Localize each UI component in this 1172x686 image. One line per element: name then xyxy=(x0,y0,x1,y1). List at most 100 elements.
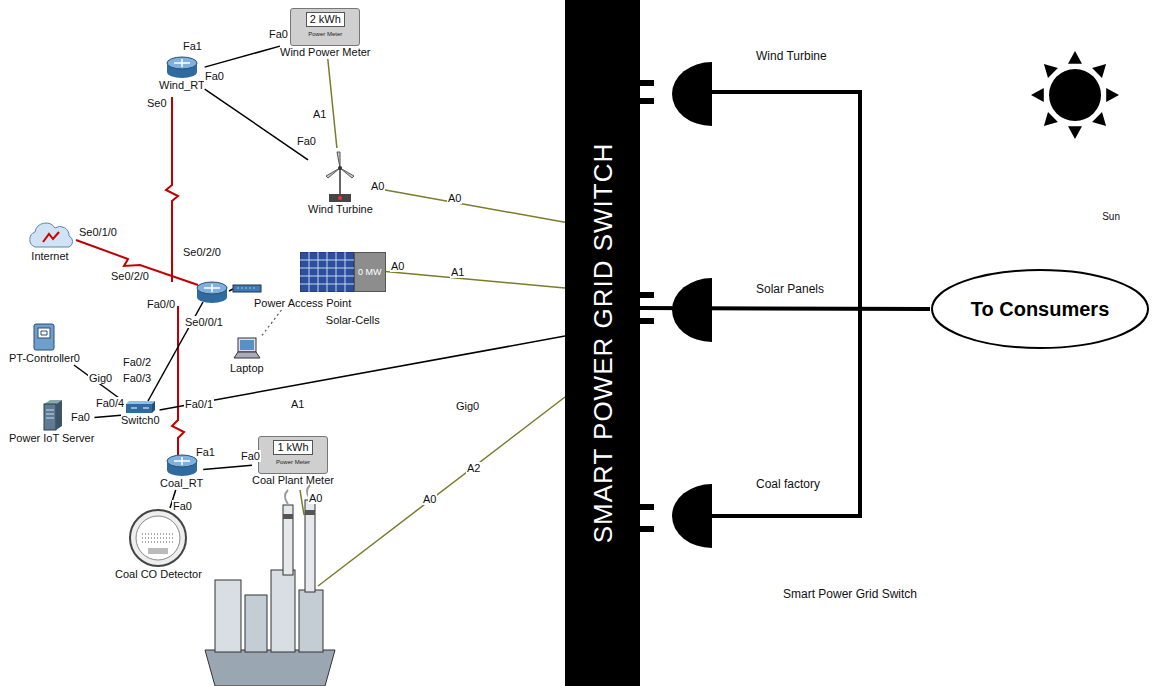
drawing-part xyxy=(240,340,254,350)
drawing-part xyxy=(271,570,295,652)
device-label: Power IoT Server xyxy=(9,432,94,445)
plug-label: Solar Panels xyxy=(755,283,825,295)
port-label: Se0/1/0 xyxy=(78,226,118,238)
device-label: Solar-Cells xyxy=(326,314,380,327)
router-icon xyxy=(197,282,227,303)
connector xyxy=(328,59,337,148)
drawing-part xyxy=(197,282,227,294)
device-label: Internet xyxy=(31,250,68,263)
drawing-part xyxy=(1049,69,1101,121)
meter-body: 1 kWhPower Meter xyxy=(258,436,328,474)
port-label: Fa0 xyxy=(240,450,261,462)
power-bus xyxy=(712,92,860,516)
network-link xyxy=(229,289,233,291)
port-label: Fa0/1 xyxy=(184,398,214,410)
port-label: Fa1 xyxy=(182,40,203,52)
sun-drawing xyxy=(1030,50,1120,140)
port-label: Gig0 xyxy=(455,400,480,412)
drawing-part xyxy=(712,92,860,516)
port-label: A0 xyxy=(447,192,462,204)
plug xyxy=(640,62,712,548)
drawing-part xyxy=(215,580,241,652)
port-label: A1 xyxy=(450,266,465,278)
port-label: Fa0 xyxy=(70,411,91,423)
icon xyxy=(232,283,262,293)
device-node: Internet xyxy=(25,222,75,263)
meter-reading: 2 kWh xyxy=(306,12,345,27)
drawing-part xyxy=(174,59,190,67)
serial-link xyxy=(166,97,178,282)
laptop-icon xyxy=(232,336,262,362)
drawing-part xyxy=(131,408,149,409)
device-node: Wind Turbine xyxy=(308,148,373,216)
connector xyxy=(386,272,566,289)
meter-reading: 1 kWh xyxy=(273,440,312,455)
device-node: Wind_RT xyxy=(159,55,205,92)
drawing-part xyxy=(233,285,261,292)
port-label: Fa0 xyxy=(296,135,317,147)
drawing-part xyxy=(130,510,186,566)
connector xyxy=(94,415,121,417)
connector xyxy=(205,46,280,67)
drawing-part xyxy=(126,404,152,413)
drawing-part xyxy=(152,401,155,413)
drawing-part xyxy=(640,98,654,104)
icon xyxy=(40,398,64,432)
drawing-part xyxy=(167,57,197,69)
icon xyxy=(315,148,365,203)
port-label: Fa0 xyxy=(268,28,289,40)
meter-brand: Power Meter xyxy=(308,30,342,38)
solar-cells-icon xyxy=(300,252,354,292)
drawing-part xyxy=(672,62,712,126)
drawing-part xyxy=(205,650,335,686)
power-meter: 2 kWhPower MeterWind Power Meter xyxy=(280,8,370,59)
drawing-part xyxy=(338,166,342,170)
solar-display: 0 MW xyxy=(354,252,386,292)
drawing-part xyxy=(1031,51,1119,139)
drawing-part xyxy=(41,331,47,335)
router-icon xyxy=(165,55,199,79)
drawing-part xyxy=(339,168,341,196)
port-label: Se0/2/0 xyxy=(110,270,150,282)
grid-switch-title: SMART POWER GRID SWITCH xyxy=(587,143,618,544)
connector xyxy=(160,336,566,410)
drawing-part xyxy=(283,514,293,519)
drawing-part xyxy=(640,292,654,298)
drawing-part xyxy=(136,516,180,560)
plug-label: Coal factory xyxy=(755,478,821,490)
drawing-part xyxy=(300,252,354,292)
drawing-part xyxy=(672,484,712,548)
power-cable xyxy=(300,490,304,515)
icon xyxy=(232,336,262,362)
connector xyxy=(74,365,122,400)
icon xyxy=(128,508,188,568)
server-icon xyxy=(40,398,64,432)
device-node: Laptop xyxy=(230,336,264,375)
controller-icon xyxy=(31,322,57,352)
plug-label: Wind Turbine xyxy=(755,50,828,62)
drawing-part xyxy=(46,410,54,418)
consumers-ellipse: To Consumers xyxy=(930,268,1150,350)
icon xyxy=(165,55,199,79)
device-label: Wind Power Meter xyxy=(280,46,370,59)
device-node: Coal_RT xyxy=(160,453,203,490)
drawing-part xyxy=(245,595,267,652)
port-label: A0 xyxy=(370,180,385,192)
ellipse-shape xyxy=(932,270,1148,348)
drawing-part xyxy=(329,194,351,202)
co-detector-icon xyxy=(128,508,188,568)
icon xyxy=(25,222,75,250)
wind-turbine-icon xyxy=(315,148,365,203)
device-label: Wind Turbine xyxy=(308,203,373,216)
plug-label: Smart Power Grid Switch xyxy=(782,588,918,600)
port-label: Se0 xyxy=(146,97,168,109)
sun-label: Sun xyxy=(1102,210,1120,223)
drawing-part xyxy=(640,80,654,86)
device-node: Coal CO Detector xyxy=(115,508,202,581)
connector xyxy=(205,89,308,160)
device-label: Coal_RT xyxy=(160,477,203,490)
drawing-part xyxy=(44,404,56,430)
drawing-part xyxy=(43,232,59,242)
port-label: Se0/2/0 xyxy=(182,246,222,258)
